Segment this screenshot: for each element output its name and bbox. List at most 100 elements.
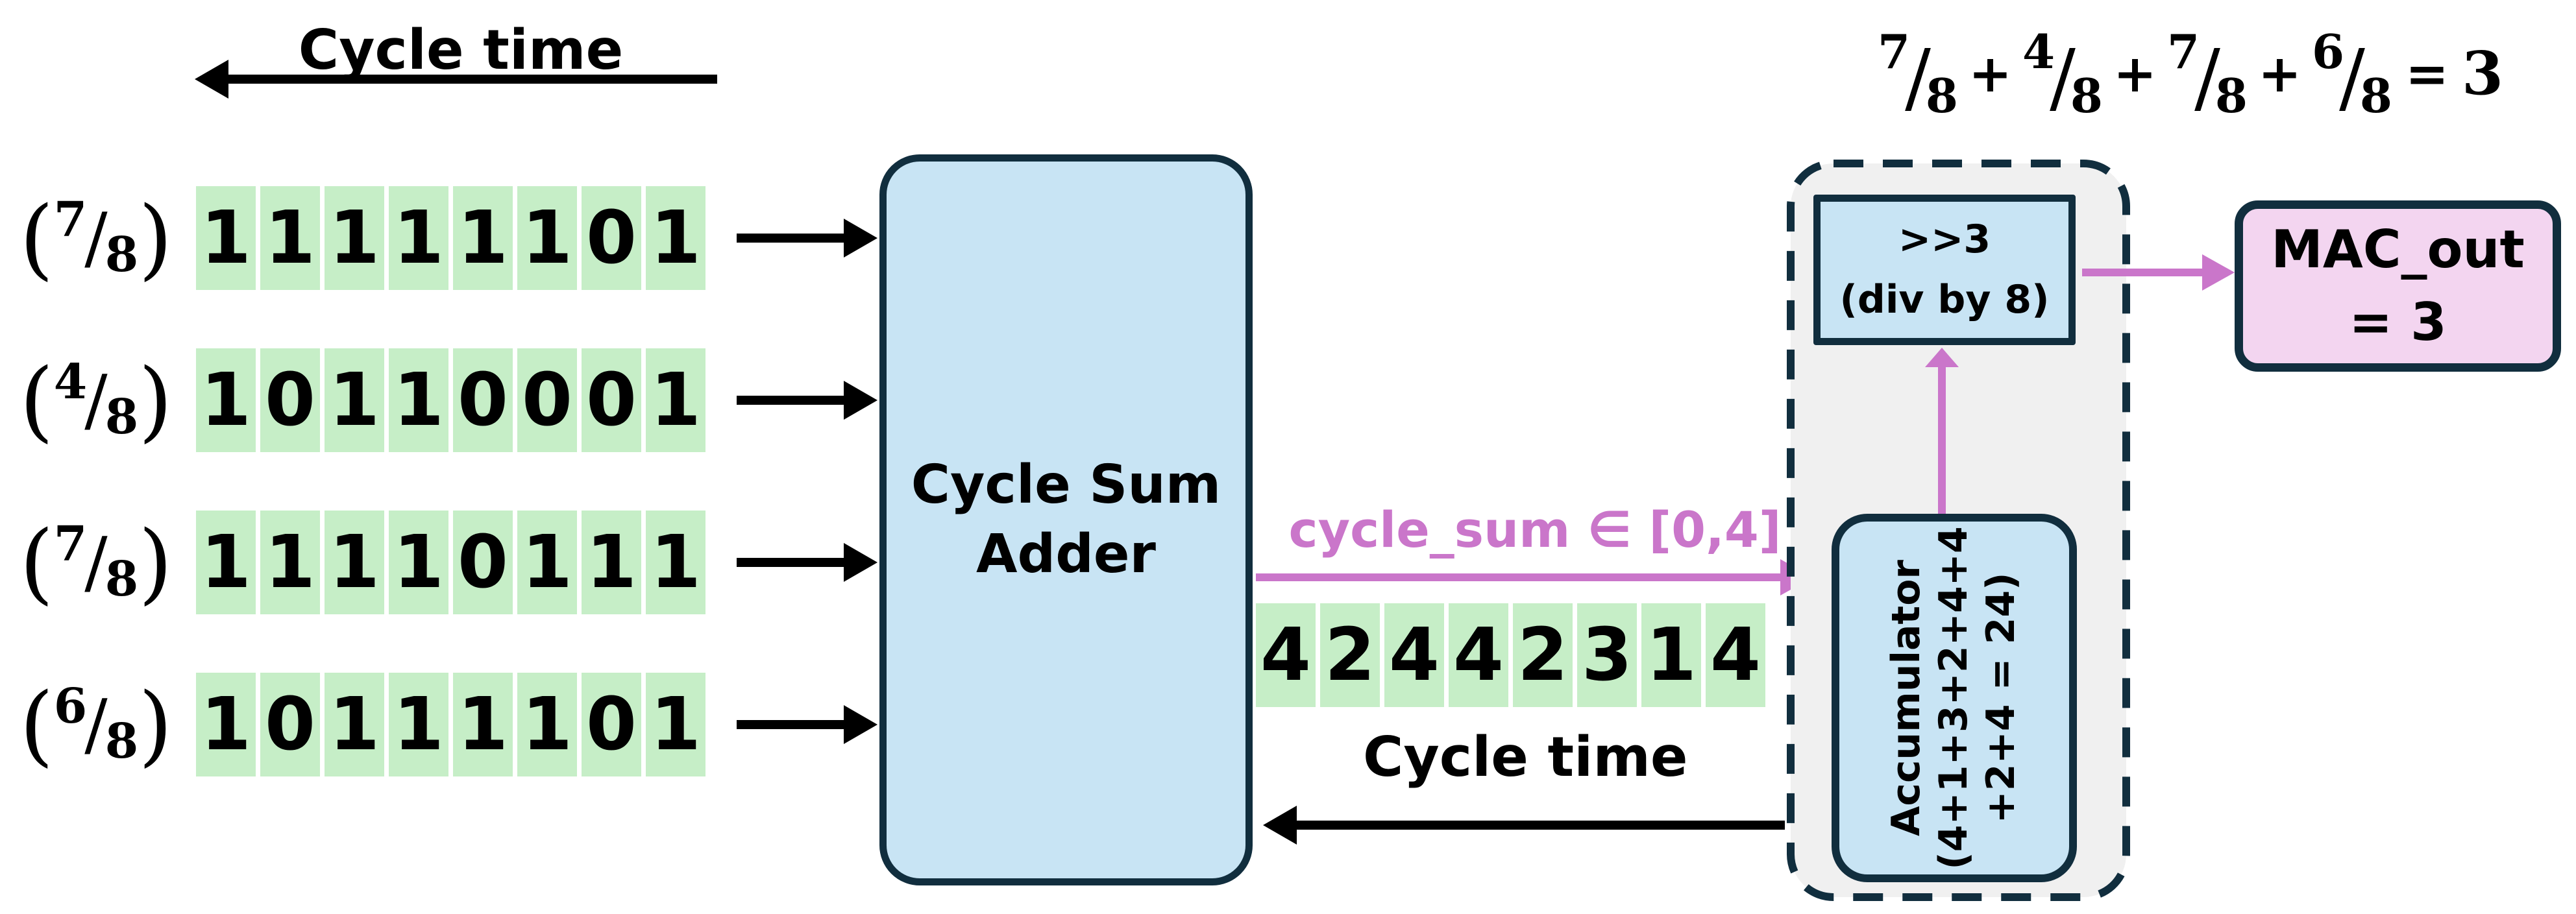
eq-denominator: 8 xyxy=(2359,67,2392,123)
sum-cell: 1 xyxy=(1641,603,1701,707)
input-arrow-3-head-icon xyxy=(844,543,877,582)
fraction-numerator: 7 xyxy=(53,516,88,572)
sum-cell: 3 xyxy=(1577,603,1637,707)
adder-label-line1: Cycle Sum xyxy=(911,453,1221,516)
eq-numerator: 6 xyxy=(2312,23,2345,79)
eq-slash: / xyxy=(2339,32,2365,122)
bit-cell: 1 xyxy=(389,348,448,452)
fraction-numerator: 6 xyxy=(53,679,88,734)
mac-out-line2: = 3 xyxy=(2349,292,2447,352)
input-fraction-1: ( 7 / 8 ) xyxy=(5,186,187,290)
accumulator-to-shift-arrow-head-icon xyxy=(1925,348,1959,367)
fraction-slash: / xyxy=(84,685,108,764)
input-fraction-2: ( 4 / 8 ) xyxy=(5,348,187,452)
bit-cell: 1 xyxy=(260,186,320,290)
accumulator-to-shift-arrow-shaft xyxy=(1938,366,1946,514)
bit-cell: 0 xyxy=(582,186,641,290)
fraction-denominator: 8 xyxy=(104,714,139,769)
eq-denominator: 8 xyxy=(2214,67,2248,123)
sum-cell: 4 xyxy=(1706,603,1765,707)
bit-cell: 1 xyxy=(646,186,705,290)
shift-to-mac-arrow-shaft xyxy=(2082,269,2205,276)
sum-cell: 2 xyxy=(1320,603,1380,707)
accumulator-rotated-text: Accumulator (4+1+3+2+4+4 +2+4 = 24) xyxy=(1883,516,2026,880)
accumulator-box: Accumulator (4+1+3+2+4+4 +2+4 = 24) xyxy=(1832,514,2077,882)
cycle-time-top-label: Cycle time xyxy=(298,18,624,82)
shift-label-line1: >>3 xyxy=(1898,217,1991,262)
cycle-sum-bus-label: cycle_sum ∈ [0,4] xyxy=(1288,501,1782,559)
shift-label-line2: (div by 8) xyxy=(1839,277,2050,322)
sum-cell: 4 xyxy=(1384,603,1444,707)
bit-cell: 1 xyxy=(646,511,705,614)
cycle-time-top-arrow-shaft xyxy=(226,75,717,84)
bit-cell: 1 xyxy=(389,511,448,614)
fraction-denominator: 8 xyxy=(104,551,139,607)
bit-cell: 0 xyxy=(517,348,577,452)
eq-plus: + xyxy=(1968,43,2012,104)
eq-slash: / xyxy=(1905,32,1931,122)
eq-slash: / xyxy=(2050,32,2076,122)
cycle-sum-arrow-shaft xyxy=(1256,573,1783,581)
shift-to-mac-arrow-head-icon xyxy=(2202,254,2235,291)
sum-cell: 4 xyxy=(1449,603,1508,707)
cycle-time-bottom-arrow-shaft xyxy=(1294,821,1785,830)
fraction-denominator: 8 xyxy=(104,227,139,283)
eq-numerator: 7 xyxy=(2166,23,2200,79)
bitstream-row-3: 1 1 1 1 0 1 1 1 xyxy=(196,511,705,614)
eq-result: 3 xyxy=(2462,38,2504,108)
accumulator-line2: (4+1+3+2+4+4 xyxy=(1931,526,1977,870)
bit-cell: 1 xyxy=(260,511,320,614)
sum-equation: 7/8 + 4/8 + 7/8 + 6/8 = 3 xyxy=(1804,8,2576,144)
bit-cell: 1 xyxy=(646,673,705,776)
sum-cell: 2 xyxy=(1513,603,1573,707)
input-arrow-1-shaft xyxy=(737,234,847,243)
bit-cell: 0 xyxy=(260,673,320,776)
paren-open: ( xyxy=(19,187,54,289)
bitstream-row-1: 1 1 1 1 1 1 0 1 xyxy=(196,186,705,290)
bit-cell: 0 xyxy=(582,673,641,776)
bit-cell: 1 xyxy=(453,673,513,776)
paren-close: ) xyxy=(138,349,173,451)
eq-denominator: 8 xyxy=(2070,67,2103,123)
cycle-time-top-arrow-head-icon xyxy=(195,60,228,99)
bit-cell: 1 xyxy=(325,511,384,614)
sum-cell: 4 xyxy=(1256,603,1316,707)
bit-cell: 1 xyxy=(325,673,384,776)
bit-cell: 0 xyxy=(453,511,513,614)
fraction-numerator: 4 xyxy=(53,354,88,410)
fraction-slash: / xyxy=(84,523,108,602)
input-arrow-2-head-icon xyxy=(844,381,877,420)
paren-close: ) xyxy=(138,187,173,289)
input-arrow-4-shaft xyxy=(737,720,847,729)
cycle-sum-adder-box: Cycle Sum Adder xyxy=(879,154,1253,885)
paren-open: ( xyxy=(19,511,54,614)
mac-out-box: MAC_out = 3 xyxy=(2235,200,2561,372)
paren-open: ( xyxy=(19,673,54,776)
bit-cell: 1 xyxy=(389,186,448,290)
shift-divide-box: >>3 (div by 8) xyxy=(1813,195,2076,345)
paren-close: ) xyxy=(138,673,173,776)
cycle-sum-value-stream: 4 2 4 4 2 3 1 4 xyxy=(1256,603,1765,707)
fraction-slash: / xyxy=(84,361,108,440)
paren-open: ( xyxy=(19,349,54,451)
mac-out-line1: MAC_out xyxy=(2271,219,2525,280)
cycle-time-bottom-arrow-head-icon xyxy=(1263,806,1297,845)
bit-cell: 1 xyxy=(325,186,384,290)
eq-plus: + xyxy=(2257,43,2301,104)
bit-cell: 1 xyxy=(453,186,513,290)
bitstream-row-2: 1 0 1 1 0 0 0 1 xyxy=(196,348,705,452)
bit-cell: 0 xyxy=(453,348,513,452)
bit-cell: 1 xyxy=(517,673,577,776)
cycle-time-bottom-label: Cycle time xyxy=(1363,725,1688,789)
bit-cell: 1 xyxy=(517,511,577,614)
eq-equals: = xyxy=(2405,43,2449,104)
eq-numerator: 7 xyxy=(1877,23,1911,79)
bit-cell: 1 xyxy=(389,673,448,776)
input-arrow-4-head-icon xyxy=(844,705,877,744)
bit-cell: 0 xyxy=(260,348,320,452)
adder-label-line2: Adder xyxy=(976,523,1156,585)
bit-cell: 0 xyxy=(582,348,641,452)
bit-cell: 1 xyxy=(196,511,256,614)
fraction-denominator: 8 xyxy=(104,389,139,445)
